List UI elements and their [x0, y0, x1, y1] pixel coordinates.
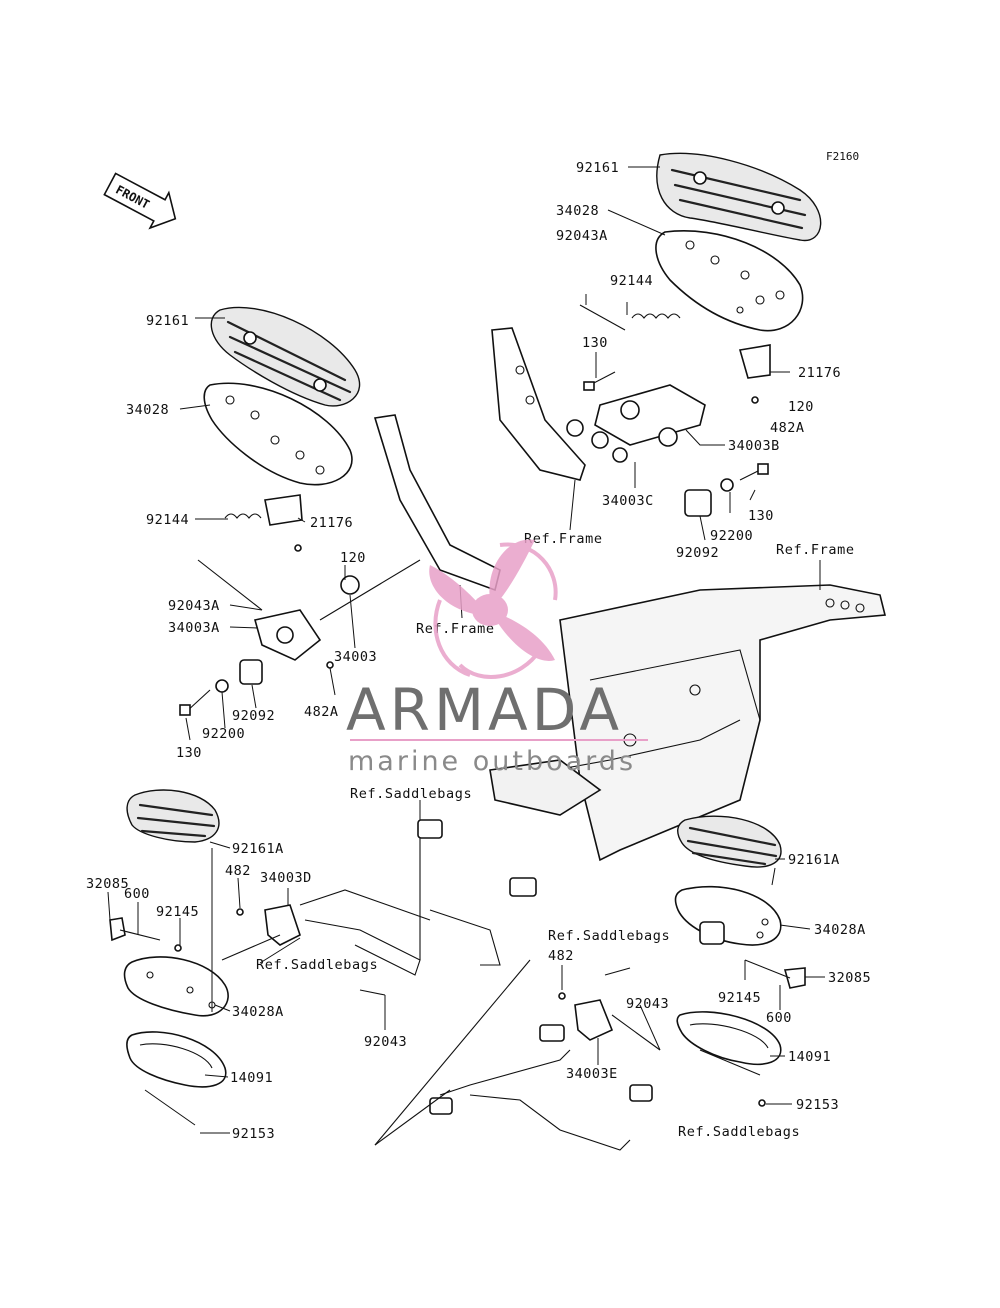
floorboard-lower-right [374, 815, 806, 1151]
main-frame [489, 584, 887, 862]
propeller-logo-icon [429, 539, 558, 679]
label-34003d: 34003D [260, 870, 312, 886]
floorboard-lower-left [109, 789, 537, 1088]
ref-frame-top: Ref.Frame [524, 531, 603, 547]
label-92145-left: 92145 [156, 904, 199, 920]
label-130-left: 130 [176, 745, 202, 761]
ref-frame-right: Ref.Frame [776, 542, 855, 558]
label-34003c: 34003C [602, 493, 654, 509]
label-34028a-left: 34028A [232, 1004, 284, 1020]
label-120-left: 120 [340, 550, 366, 566]
label-34003b: 34003B [728, 438, 780, 454]
label-92161a-left: 92161A [232, 841, 284, 857]
label-92043-right: 92043 [626, 996, 669, 1012]
label-92144-top-right: 92144 [610, 273, 653, 289]
label-92043a-top-right: 92043A [556, 228, 608, 244]
leader-lines [107, 166, 825, 1134]
label-34028a-right: 34028A [814, 922, 866, 938]
part-labels-left-upper: 92161 34028 92144 21176 120 92043A 34003… [126, 313, 377, 761]
label-120-top-right: 120 [788, 399, 814, 415]
label-482a-left: 482A [304, 704, 339, 720]
label-34003-left: 34003 [334, 649, 377, 665]
label-482-right: 482 [548, 948, 574, 964]
ref-saddlebags-center: Ref.Saddlebags [350, 786, 472, 802]
watermark: ARMADA marine outboards [346, 539, 648, 777]
label-92153-right: 92153 [796, 1097, 839, 1113]
label-92161a-right: 92161A [788, 852, 840, 868]
label-92043a-left: 92043A [168, 598, 220, 614]
label-92043-left: 92043 [364, 1034, 407, 1050]
label-130-top-right-2: 130 [748, 508, 774, 524]
label-92153-left: 92153 [232, 1126, 275, 1142]
label-482a-top-right: 482A [770, 420, 805, 436]
watermark-tagline: marine outboards [348, 746, 636, 777]
ref-saddlebags-right-lower: Ref.Saddlebags [678, 1124, 800, 1140]
label-92200-top-right: 92200 [710, 528, 753, 544]
label-600-right: 600 [766, 1010, 792, 1026]
label-14091-right: 14091 [788, 1049, 831, 1065]
label-34003a: 34003A [168, 620, 220, 636]
label-482-left: 482 [225, 863, 251, 879]
watermark-brand: ARMADA [346, 676, 623, 744]
part-labels-lower-left: 92161A 32085 600 92145 482 34003D 92043 … [86, 841, 407, 1142]
floorboard-left-upper [179, 306, 501, 716]
label-32085-left: 32085 [86, 876, 129, 892]
label-130-top-right: 130 [582, 335, 608, 351]
floorboard-top-right [491, 152, 822, 517]
label-21176-top-right: 21176 [798, 365, 841, 381]
label-92145-right: 92145 [718, 990, 761, 1006]
figure-code: F2160 [826, 150, 859, 163]
label-92161-left: 92161 [146, 313, 189, 329]
label-32085-right: 32085 [828, 970, 871, 986]
part-labels-top-right: 92161 34028 92043A 92144 130 21176 120 4… [556, 160, 841, 561]
ref-saddlebags-left: Ref.Saddlebags [256, 957, 378, 973]
label-34003e: 34003E [566, 1066, 618, 1082]
part-labels-lower-right: 92161A 34028A 32085 92145 600 482 92043 … [548, 852, 871, 1113]
label-92092-left: 92092 [232, 708, 275, 724]
reference-labels: Ref.Frame Ref.Frame Ref.Frame Ref.Saddle… [256, 531, 855, 1140]
label-92161-top-right: 92161 [576, 160, 619, 176]
label-92200-left: 92200 [202, 726, 245, 742]
front-arrow-icon: FRONT [103, 172, 177, 230]
label-34028-left: 34028 [126, 402, 169, 418]
label-14091-left: 14091 [230, 1070, 273, 1086]
label-34028-top-right: 34028 [556, 203, 599, 219]
label-600-left: 600 [124, 886, 150, 902]
ref-saddlebags-right-upper: Ref.Saddlebags [548, 928, 670, 944]
label-92144-left: 92144 [146, 512, 189, 528]
label-21176-left: 21176 [310, 515, 353, 531]
label-92092-top-right: 92092 [676, 545, 719, 561]
